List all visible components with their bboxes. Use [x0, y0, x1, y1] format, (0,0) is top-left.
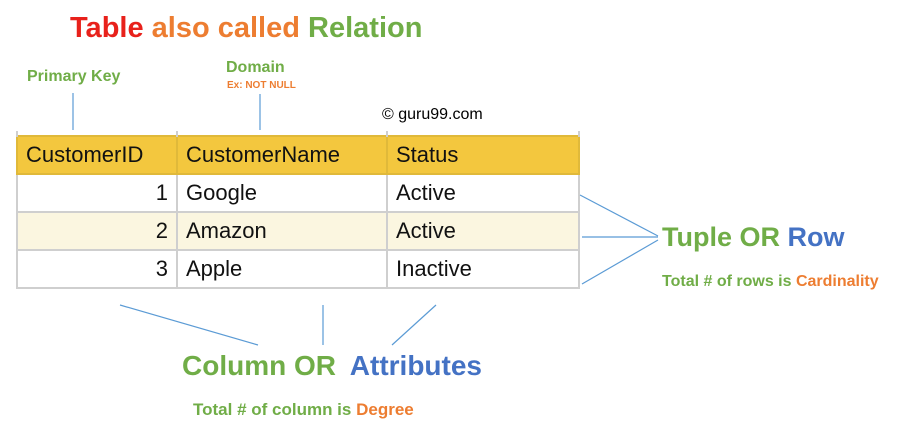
- title-word-relation: Relation: [308, 12, 423, 44]
- cell-id: 3: [16, 249, 178, 289]
- title-word-also-called: also called: [151, 12, 300, 44]
- relation-table: CustomerID CustomerName Status 1 Google …: [16, 131, 580, 289]
- table-header-row: CustomerID CustomerName Status: [16, 135, 580, 175]
- degree-note: Total # of column is Degree: [193, 400, 414, 420]
- copyright-text: © guru99.com: [382, 106, 483, 123]
- row3-connector: [581, 239, 659, 285]
- cell-id: 1: [16, 173, 178, 213]
- column-attributes-label: Column OR Attributes: [182, 350, 482, 382]
- cell-name: Apple: [176, 249, 388, 289]
- tuple-row-label: Tuple OR Row: [662, 222, 845, 253]
- row-label-text: Row: [787, 222, 845, 252]
- header-customer-id: CustomerID: [16, 135, 178, 175]
- table-row: 2 Amazon Active: [16, 211, 580, 251]
- table-top-spacer: [16, 131, 580, 136]
- diagram-title: Table also called Relation: [70, 12, 422, 45]
- tuple-label-text: Tuple OR: [662, 222, 780, 252]
- column-label-text: Column OR: [182, 350, 336, 381]
- degree-prefix: Total # of column is: [193, 400, 352, 419]
- title-word-table: Table: [70, 12, 144, 44]
- primary-key-label: Primary Key: [27, 68, 121, 85]
- cell-name: Amazon: [176, 211, 388, 251]
- domain-example: Ex: NOT NULL: [227, 80, 296, 91]
- table-row: 3 Apple Inactive: [16, 249, 580, 289]
- cardinality-prefix: Total # of rows is: [662, 273, 792, 290]
- cell-id: 2: [16, 211, 178, 251]
- cell-status: Inactive: [386, 249, 580, 289]
- cardinality-note: Total # of rows is Cardinality: [662, 273, 879, 291]
- cell-name: Google: [176, 173, 388, 213]
- column1-connector: [119, 304, 259, 346]
- header-status: Status: [386, 135, 580, 175]
- cell-status: Active: [386, 211, 580, 251]
- degree-term: Degree: [356, 400, 414, 419]
- table-row: 1 Google Active: [16, 173, 580, 213]
- cell-status: Active: [386, 173, 580, 213]
- attributes-label-text: Attributes: [349, 350, 483, 381]
- header-customer-name: CustomerName: [176, 135, 388, 175]
- row1-connector: [579, 194, 659, 237]
- domain-label: Domain: [226, 59, 285, 76]
- column3-connector: [391, 304, 437, 346]
- cardinality-term: Cardinality: [795, 273, 879, 290]
